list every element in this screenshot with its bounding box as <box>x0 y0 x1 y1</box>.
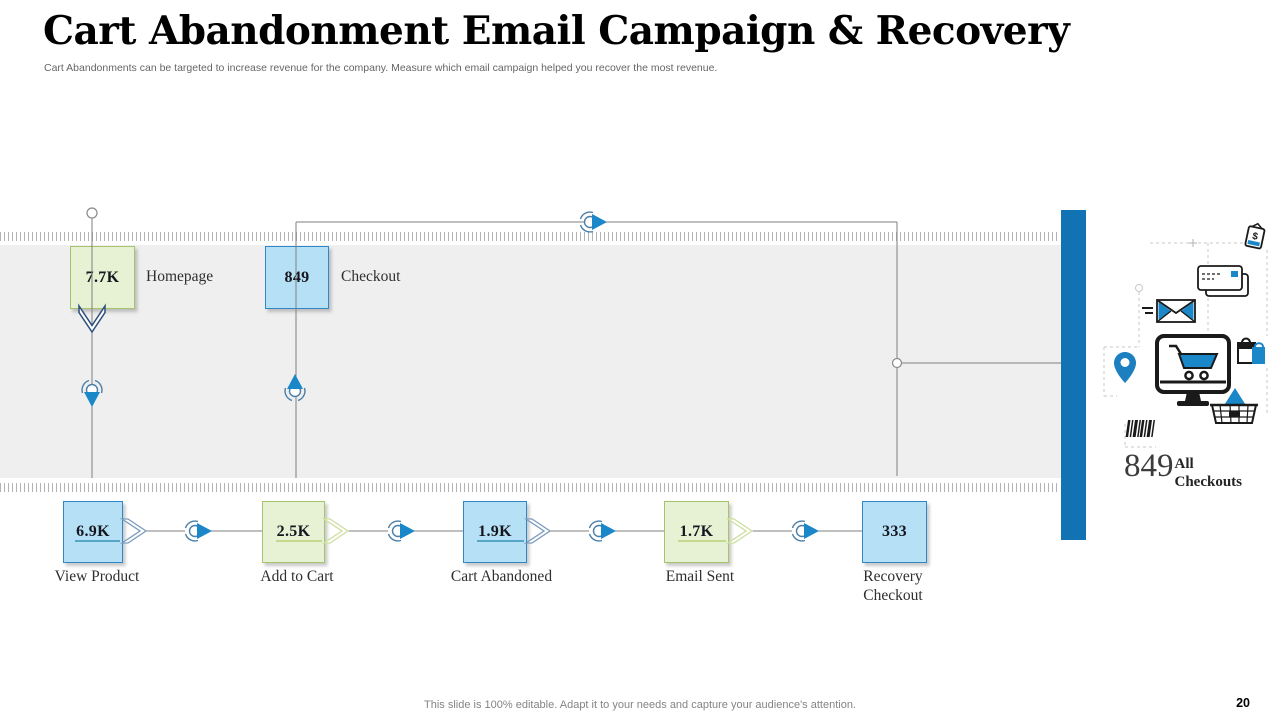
node-email-sent-label: Email Sent <box>665 568 735 585</box>
shopping-bags-icon <box>1237 337 1265 364</box>
node-checkout: 849 <box>265 246 329 309</box>
node-homepage: 7.7K <box>70 246 135 309</box>
credit-cards-icon <box>1197 265 1249 297</box>
summary-label-line2: Checkouts <box>1174 474 1243 490</box>
svg-text:$: $ <box>1251 231 1259 243</box>
tick-strip-bottom <box>0 483 1060 492</box>
flow-icon-right-2 <box>387 520 416 542</box>
price-tag-icon: $ <box>1244 222 1266 250</box>
chevron-arrow-add-to-cart <box>323 518 349 544</box>
node-checkout-label: Checkout <box>341 267 401 285</box>
cluster-dot <box>1135 284 1143 292</box>
flow-icon-right-top <box>579 211 608 233</box>
monitor-cart-icon <box>1155 334 1231 406</box>
node-email-sent-value: 1.7K <box>679 523 714 540</box>
cluster-dashed-lines <box>1103 242 1268 448</box>
flow-icon-right-3 <box>588 520 617 542</box>
chevron-arrow-cart-abandoned <box>525 518 551 544</box>
summary-label: All Checkouts <box>1175 447 1243 491</box>
node-homepage-label: Homepage <box>146 267 214 285</box>
node-view-product: 6.9K <box>63 501 123 563</box>
page-number: 20 <box>1236 696 1250 710</box>
page-subtitle: Cart Abandonments can be targeted to inc… <box>44 62 718 74</box>
node-add-to-cart-label: Add to Cart <box>260 568 334 585</box>
node-cart-abandoned-value: 1.9K <box>478 523 512 540</box>
chevron-arrow-email-sent <box>727 518 753 544</box>
page-title: Cart Abandonment Email Campaign & Recove… <box>43 8 1070 54</box>
footer-note: This slide is 100% editable. Adapt it to… <box>424 699 856 711</box>
location-pin-icon <box>1114 352 1136 383</box>
node-view-product-label: View Product <box>54 568 140 585</box>
flow-icon-right-1 <box>184 520 213 542</box>
tick-strip-top <box>0 232 1060 241</box>
node-checkout-value: 849 <box>284 268 310 286</box>
basket-icon <box>1210 388 1258 424</box>
node-recovery-checkout-value: 333 <box>882 523 907 540</box>
node-recovery-checkout-label: Recovery Checkout <box>863 568 923 604</box>
mail-send-icon <box>1142 299 1196 323</box>
node-recovery-checkout: 333 <box>862 501 927 563</box>
node-cart-abandoned: 1.9K <box>463 501 527 563</box>
summary-block: 849 All Checkouts <box>1124 447 1242 491</box>
summary-label-line1: All <box>1174 456 1194 472</box>
node-add-to-cart-value: 2.5K <box>276 523 311 540</box>
chevron-arrow-view-product <box>121 518 147 544</box>
node-add-to-cart: 2.5K <box>262 501 325 563</box>
node-cart-abandoned-label: Cart Abandoned <box>450 568 553 585</box>
junction-circle-top <box>86 207 98 219</box>
flow-icon-right-4 <box>791 520 820 542</box>
node-email-sent: 1.7K <box>664 501 729 563</box>
node-homepage-value: 7.7K <box>85 268 120 286</box>
all-checkouts-bar <box>1061 210 1086 540</box>
barcode-icon <box>1125 420 1155 437</box>
summary-value: 849 <box>1124 448 1174 484</box>
node-view-product-value: 6.9K <box>76 523 110 540</box>
plus-mark-icon <box>1189 239 1197 247</box>
